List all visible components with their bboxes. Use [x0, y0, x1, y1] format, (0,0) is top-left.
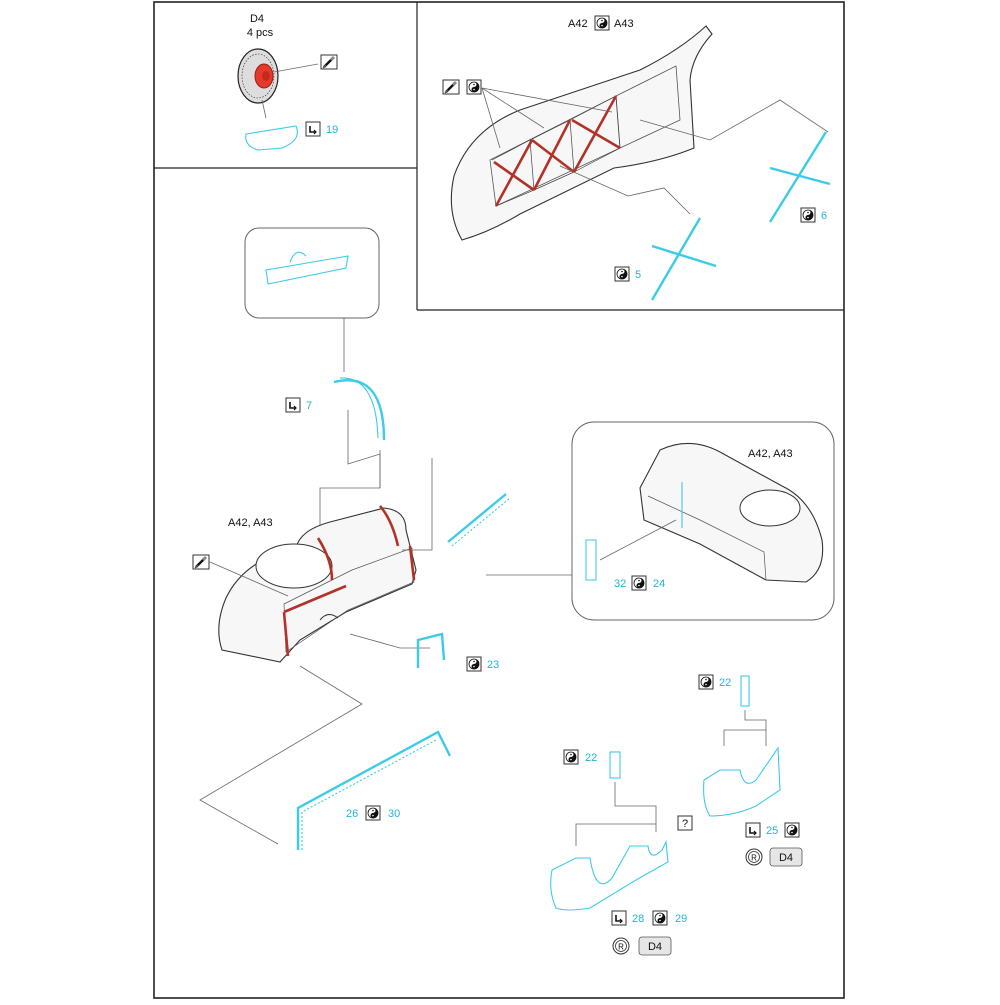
d4-title: D4: [250, 13, 264, 25]
pe-part-22-left-group: 22 ? 28 29 D4: [550, 749, 693, 956]
paint-cross-bracing: [493, 95, 621, 207]
paint-frame-edges: [282, 505, 416, 657]
pe-part-5-strut: [650, 217, 702, 301]
part-number-7: 7: [306, 400, 312, 412]
etched-side-icon: [631, 575, 647, 591]
etched-side-icon: [594, 15, 610, 31]
pe-part-26-group: 26 30: [296, 730, 452, 850]
part-number-5: 5: [635, 269, 641, 281]
part-number-23: 23: [487, 659, 499, 671]
pe-part-7-group: 7: [285, 377, 386, 488]
etched-side-icon: [466, 656, 482, 672]
part-number-28: 28: [632, 913, 644, 925]
d4-pcs: 4 pcs: [247, 27, 274, 39]
etched-side-icon: [563, 749, 579, 765]
part-number-24: 24: [653, 578, 665, 590]
part-number-32: 32: [614, 578, 626, 590]
question-mark: ?: [682, 818, 688, 830]
pe-part-26: [296, 730, 452, 850]
label-a42-a43-inset: A42, A43: [748, 448, 793, 460]
etched-side-icon: [365, 805, 381, 821]
badge-d4-b: [638, 936, 672, 956]
badge-d4-b-text: D4: [648, 941, 662, 953]
part-number-30: 30: [388, 808, 400, 820]
inset-fuselage: [639, 442, 824, 583]
part-number-19: 19: [326, 124, 338, 136]
part-number-22b: 22: [585, 752, 597, 764]
pe-ladder-strip: [447, 493, 511, 547]
fuselage-body: [218, 507, 417, 663]
etched-side-icon: [698, 674, 714, 690]
part-number-26: 26: [346, 808, 358, 820]
d4-wheel: [237, 48, 279, 104]
part-number-6: 6: [821, 210, 827, 222]
pe-part-23-group: 23: [416, 632, 499, 672]
label-a42-a43-main: A42, A43: [228, 517, 273, 529]
pe-part-23: [416, 632, 446, 668]
bend-icon: [745, 822, 761, 838]
part-number-22a: 22: [719, 677, 731, 689]
pe-panel-right: [703, 746, 781, 817]
main-fuselage: A42, A43: [191, 450, 433, 845]
etched-side-icon: [800, 207, 816, 223]
bend-icon: [305, 121, 321, 137]
question-box: [677, 815, 693, 831]
pe-part-5-bar: [651, 244, 717, 268]
label-a43: A43: [614, 18, 634, 30]
paint-icon: [441, 78, 461, 96]
pe-part-7: [333, 379, 386, 441]
replace-icon: [745, 848, 763, 866]
bend-icon: [285, 397, 301, 413]
paint-icon: [319, 53, 339, 71]
replace-icon: [612, 937, 630, 955]
pe-part-22-right-group: 22 25 D4: [698, 674, 803, 867]
detail-bubble-top: [244, 227, 380, 372]
pe-ladder-bar: [447, 493, 507, 543]
etched-side-icon: [652, 910, 668, 926]
pe-part-22-left: [609, 751, 621, 779]
detail-bubble-right: A42, A43 32 24: [486, 421, 835, 621]
panel-a42-a43: A42 A43 6 5: [441, 15, 831, 301]
panel-d4: D4 4 pcs 19: [237, 13, 339, 151]
pe-part-32: [585, 539, 597, 581]
part-number-25: 25: [766, 825, 778, 837]
label-a42: A42: [568, 18, 588, 30]
etched-side-icon: [784, 822, 800, 838]
etched-side-icon: [466, 79, 482, 95]
paint-icon: [191, 553, 211, 571]
pe-part-6-strut: [768, 131, 828, 223]
bend-icon: [611, 910, 627, 926]
badge-d4-a: [769, 847, 803, 867]
badge-d4-a-text: D4: [779, 852, 793, 864]
pe-panel-left: [550, 840, 669, 911]
etched-side-icon: [614, 266, 630, 282]
sheet-border: [153, 1, 845, 999]
part-number-29: 29: [675, 913, 687, 925]
fuselage-half: [450, 25, 713, 241]
pe-part-22-right: [740, 675, 750, 707]
pe-part-19: [245, 125, 298, 151]
